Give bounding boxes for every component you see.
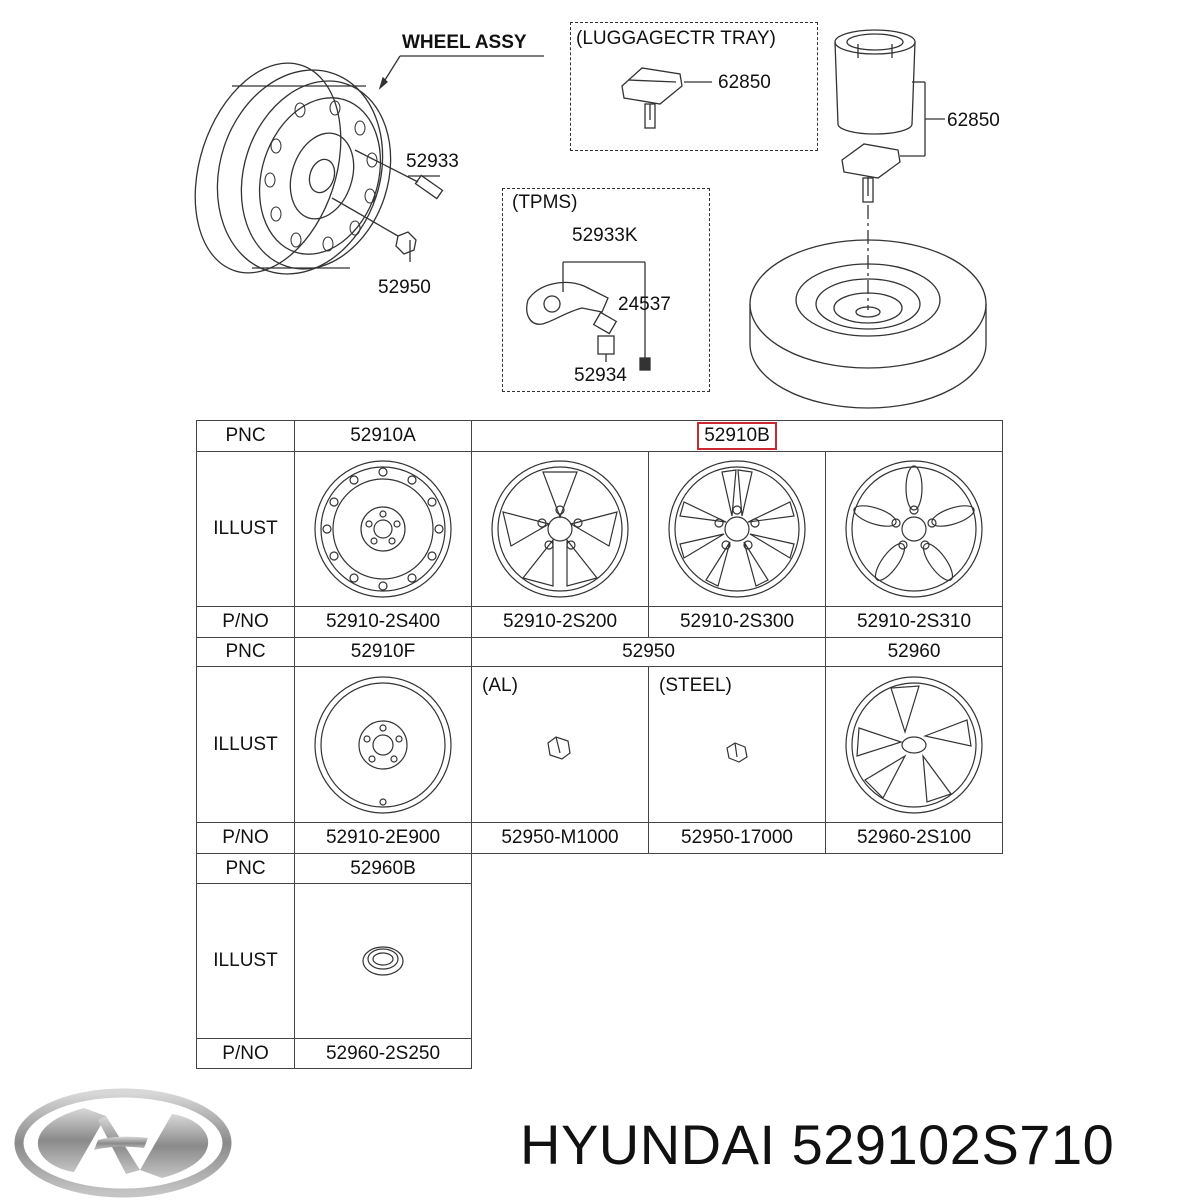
pno-cell: 52910-2E900 [294,822,472,854]
pnc-cell-52960b: 52960B [294,853,472,884]
hub-cap-icon [362,946,404,976]
pnc-header: PNC [196,853,295,884]
luggage-tray-label: (LUGGAGECTR TRAY) [576,28,776,49]
pno-cell: 52960-2S100 [825,822,1003,854]
illust-center-cap [294,883,472,1039]
illust-alloy-2s300 [648,451,826,607]
illust-header: ILLUST [196,666,295,823]
callout-tray-bolt: 62850 [718,72,771,93]
tpms-label: (TPMS) [512,192,578,213]
callout-spare-holder: 62850 [947,110,1000,131]
wheel-assembly-drawing [194,29,987,409]
callout-valve: 52933 [406,151,459,172]
pno-cell: 52950-M1000 [471,822,649,854]
pno-cell: 52960-2S250 [294,1038,472,1069]
highlighted-pnc: 52910B [697,422,777,450]
brand-part-number: HYUNDAI 529102S710 [520,1113,1115,1176]
steel-wheel-icon [314,460,452,598]
steel-wheel-plain-icon [314,675,452,814]
illust-header: ILLUST [196,883,295,1039]
pno-cell: 52910-2S200 [471,606,649,638]
lug-nut-icon [726,742,748,763]
luggage-tray-group [570,22,818,151]
callout-nut: 52950 [378,277,431,298]
tpms-group [502,188,710,392]
pnc-header: PNC [196,420,295,452]
tag-steel: (STEEL) [659,675,732,696]
illust-steel-wheel [294,451,472,607]
pno-cell: 52910-2S300 [648,606,826,638]
illust-alloy-2s200 [471,451,649,607]
wheel-cover-icon [845,675,983,814]
illust-header: ILLUST [196,451,295,607]
pno-header: P/NO [196,1038,295,1069]
pno-cell: 52910-2S310 [825,606,1003,638]
pnc-header: PNC [196,637,295,667]
callout-tpms-cap: 24537 [618,294,671,315]
pnc-cell-52910f: 52910F [294,637,472,667]
pno-header: P/NO [196,606,295,638]
illust-wheel-cover [825,666,1003,823]
parts-table: PNC 52910A 52910B ILLUST [196,420,1003,1069]
pnc-cell-52910a: 52910A [294,420,472,452]
wheel-assy-label: WHEEL ASSY [402,32,527,53]
callout-tpms-sensor: 52933K [572,225,638,246]
alloy-wheel-double-spoke-icon [845,460,983,598]
illust-alloy-2s310 [825,451,1003,607]
illust-nut-al: (AL) [471,666,649,823]
pnc-cell-52960: 52960 [825,637,1003,667]
pnc-cell-52910b: 52910B [471,420,1003,452]
hyundai-logo-icon [14,1088,232,1198]
alloy-wheel-10-spoke-icon [668,460,806,598]
pnc-cell-52950: 52950 [471,637,826,667]
pno-header: P/NO [196,822,295,854]
illust-nut-steel: (STEEL) [648,666,826,823]
tag-al: (AL) [482,675,518,696]
lug-nut-icon [547,736,571,760]
pno-cell: 52910-2S400 [294,606,472,638]
illust-steel-wheel-2e900 [294,666,472,823]
pno-cell: 52950-17000 [648,822,826,854]
callout-tpms-valve: 52934 [574,365,627,386]
alloy-wheel-5-spoke-icon [491,460,629,598]
